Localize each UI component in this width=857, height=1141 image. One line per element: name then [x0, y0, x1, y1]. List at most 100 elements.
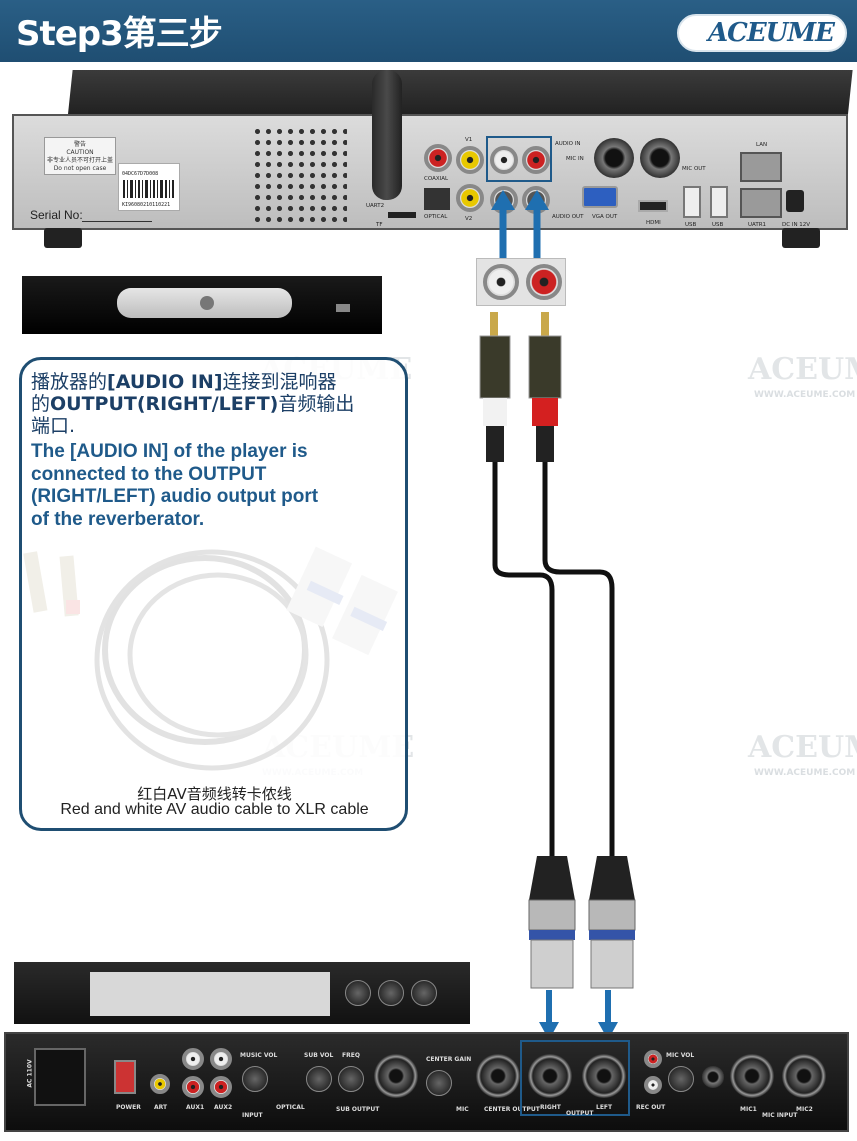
music-vol-label: MUSIC VOL	[240, 1052, 278, 1059]
info-box	[19, 357, 408, 831]
output-highlight	[520, 1040, 630, 1116]
input-label: INPUT	[242, 1112, 263, 1119]
audio-in-label: AUDIO IN	[555, 141, 581, 147]
center-gain-knob	[426, 1070, 452, 1096]
aux1-right-port	[182, 1076, 204, 1098]
sub-output-label: SUB OUTPUT	[336, 1106, 380, 1113]
watermark: ACEUME	[748, 730, 857, 765]
info-text-cn: 播放器的[AUDIO IN]连接到混响器 的OUTPUT(RIGHT/LEFT)…	[31, 371, 355, 437]
optical-label: OPTICAL	[276, 1104, 305, 1111]
step-title: Step3第三步	[16, 14, 223, 54]
reverberator-eq-panel	[90, 972, 330, 1016]
power-switch	[114, 1060, 136, 1094]
mic2-label: MIC2	[796, 1106, 813, 1113]
aux1-left-port	[182, 1048, 204, 1070]
usb-port	[683, 186, 701, 218]
mic-vol-label: MIC VOL	[666, 1052, 695, 1059]
rec-out-port	[644, 1050, 662, 1068]
usb-front-icon	[336, 304, 350, 312]
freq-label: FREQ	[342, 1052, 360, 1059]
cable-caption-en: Red and white AV audio cable to XLR cabl…	[60, 801, 369, 818]
tf-card-slot	[388, 212, 416, 218]
aux1-label: AUX1	[186, 1104, 205, 1111]
lan-port	[740, 152, 782, 182]
output-left-xlr	[582, 1054, 626, 1098]
mic-vol-knob	[668, 1066, 694, 1092]
rca-plug-red	[528, 312, 562, 462]
mic-label: MIC	[456, 1106, 469, 1113]
right-label: RIGHT	[540, 1104, 561, 1111]
mic-input-label: MIC INPUT	[762, 1112, 798, 1119]
xlr-plug-right	[588, 856, 636, 989]
mic-in-jack	[594, 138, 634, 178]
v2-label: V2	[465, 216, 473, 222]
vga-out-label: VGA OUT	[592, 214, 618, 220]
barcode-sticker: 04DC67D7D008 KI96080210110221	[118, 163, 180, 211]
coaxial-port	[424, 144, 452, 172]
output-right-xlr	[528, 1054, 572, 1098]
center-output-xlr	[476, 1054, 520, 1098]
optical-port	[424, 188, 450, 210]
player-top-cover	[67, 70, 853, 120]
left-label: LEFT	[596, 1104, 613, 1111]
aux2-left-port	[210, 1048, 232, 1070]
hdmi-label: HDMI	[646, 220, 661, 226]
rec-out-label: REC OUT	[636, 1104, 666, 1111]
art-label: ART	[154, 1104, 168, 1111]
brand-logo: ACEUME	[708, 18, 835, 48]
audio-in-right-port	[522, 146, 550, 174]
usb-label: USB	[712, 222, 724, 228]
cable-red	[542, 462, 615, 860]
knob	[378, 980, 404, 1006]
mic-out-jack	[640, 138, 680, 178]
audio-in-highlight	[486, 136, 552, 182]
serial-number-label: Serial No:	[30, 208, 83, 222]
vent-grille	[252, 126, 347, 224]
mic1-jack	[702, 1066, 724, 1088]
output-label: OUTPUT	[566, 1110, 594, 1117]
audio-out-left-port	[490, 186, 518, 214]
mic1-xlr	[730, 1054, 774, 1098]
sub-vol-knob	[306, 1066, 332, 1092]
brand-logo-badge	[677, 14, 847, 52]
player-foot	[44, 228, 82, 248]
optical-label: OPTICAL	[424, 214, 448, 220]
v1-label: V1	[465, 137, 473, 143]
knob	[345, 980, 371, 1006]
player-foot	[782, 228, 820, 248]
v2-port	[456, 184, 484, 212]
power-label: POWER	[116, 1104, 141, 1111]
mic1-label: MIC1	[740, 1106, 757, 1113]
knob	[411, 980, 437, 1006]
tf-label: TF	[376, 222, 383, 228]
power-button-icon	[200, 296, 214, 310]
audio-out-right-port	[522, 186, 550, 214]
center-gain-label: CENTER GAIN	[426, 1056, 472, 1063]
mic-in-label: MIC IN	[566, 156, 584, 162]
watermark-url: WWW.ACEUME.COM	[754, 390, 856, 400]
hdmi-port	[638, 200, 668, 212]
rca-red-closeup	[526, 264, 562, 300]
dc-in-label: DC IN 12V	[782, 222, 811, 228]
cable-caption-cn: 红白AV音频线转卡侬线	[137, 785, 292, 803]
sub-vol-label: SUB VOL	[304, 1052, 334, 1059]
watermark: ACEUME	[748, 352, 857, 387]
art-port	[150, 1074, 170, 1094]
rca-plug-white	[479, 312, 511, 462]
info-text-en: The [AUDIO IN] of the player is connecte…	[31, 441, 319, 530]
mic-out-label: MIC OUT	[682, 166, 706, 172]
mic2-xlr	[782, 1054, 826, 1098]
music-vol-knob	[242, 1066, 268, 1092]
rca-white-closeup	[483, 264, 519, 300]
wifi-antenna	[372, 70, 402, 200]
audio-out-label: AUDIO OUT	[552, 214, 584, 220]
lan-label: LAN	[756, 142, 768, 148]
v1-port	[456, 146, 484, 174]
rec-out-port	[644, 1076, 662, 1094]
coaxial-label: COAXIAL	[424, 176, 449, 182]
dc-in-port	[786, 190, 804, 212]
uatr1-port	[740, 188, 782, 218]
audio-in-left-port	[490, 146, 518, 174]
freq-knob	[338, 1066, 364, 1092]
uart2-label: UART2	[366, 203, 385, 209]
